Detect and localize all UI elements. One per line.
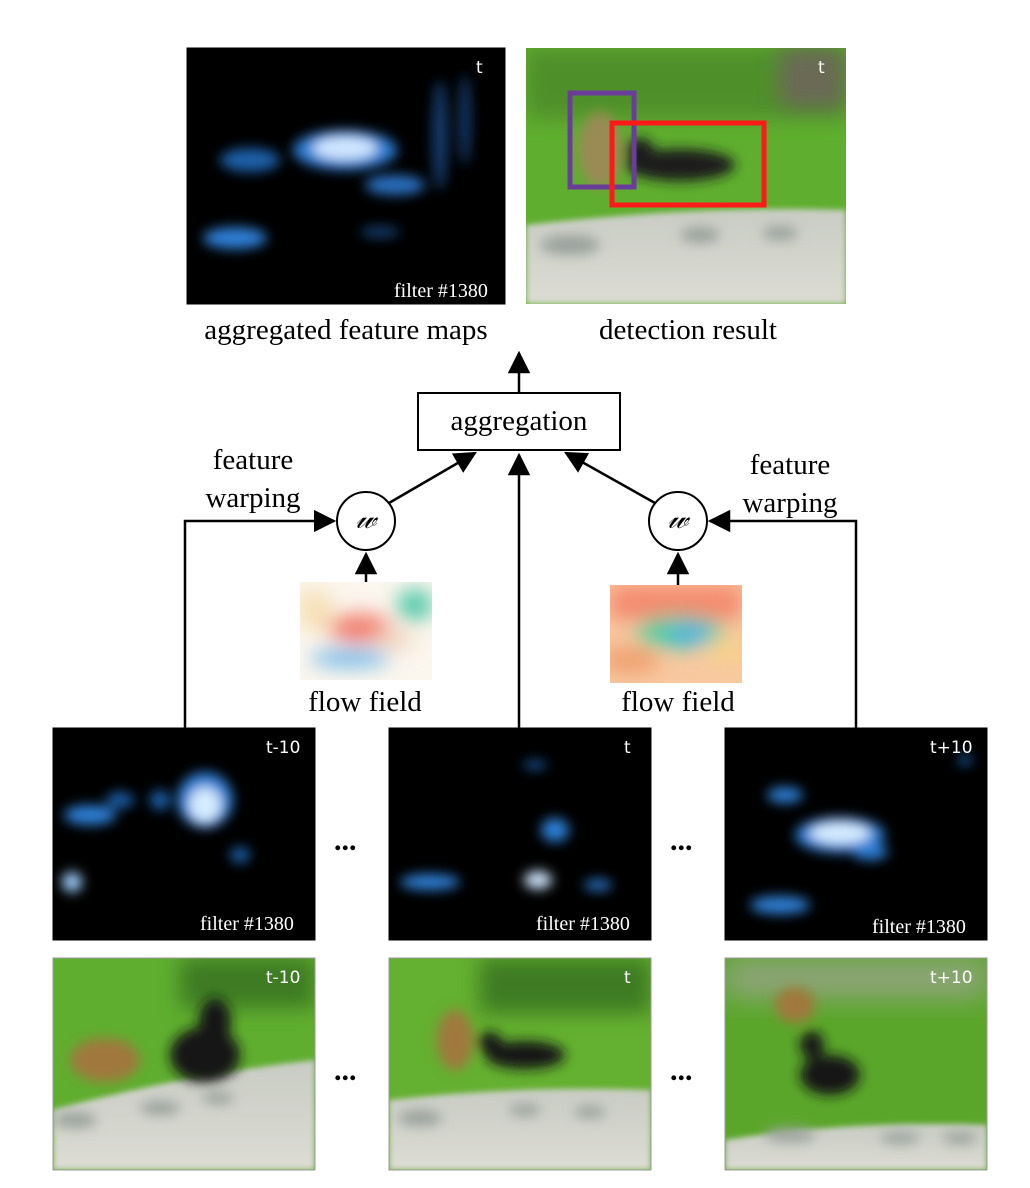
feature-frame-tag-1: t-10 bbox=[266, 738, 301, 758]
video-frame-tag-3: t+10 bbox=[930, 968, 973, 988]
ellipsis-frame-right: ... bbox=[670, 1054, 693, 1087]
feature-frame-tag-3: t+10 bbox=[930, 738, 973, 758]
ellipsis-feature-right: ... bbox=[670, 824, 693, 857]
feature-filter-tag-1: filter #1380 bbox=[200, 913, 294, 935]
ellipsis-frame-left: ... bbox=[334, 1054, 357, 1087]
left-warp-label-line1: feature bbox=[212, 444, 294, 476]
top-feature-filter-tag: filter #1380 bbox=[394, 280, 488, 302]
video-frame-t bbox=[389, 958, 651, 1170]
aggregated-feature-maps-caption: aggregated feature maps bbox=[204, 314, 488, 346]
video-frame-t-minus-10 bbox=[53, 958, 315, 1170]
right-warp-label-line1: feature bbox=[749, 449, 831, 481]
warp-node-left bbox=[336, 491, 396, 551]
warp-symbol-left: 𝓌 bbox=[355, 502, 377, 535]
video-frame-tag-1: t-10 bbox=[266, 968, 301, 988]
detection-box-first-object bbox=[609, 120, 767, 208]
connector-arrows bbox=[183, 350, 858, 728]
feature-frame-tag-2: t bbox=[624, 738, 631, 758]
flow-field-caption-left: flow field bbox=[308, 686, 422, 718]
video-frame-tag-2: t bbox=[624, 968, 631, 988]
right-warp-label-line2: warping bbox=[742, 487, 838, 519]
detection-frame-tag: t bbox=[818, 58, 825, 78]
video-frame-t-plus-10 bbox=[725, 958, 987, 1170]
detection-result-image bbox=[526, 48, 846, 304]
ellipsis-feature-left: ... bbox=[334, 824, 357, 857]
feature-filter-tag-2: filter #1380 bbox=[536, 913, 630, 935]
top-feature-frame-tag: t bbox=[476, 58, 483, 78]
warp-symbol-right: 𝓌 bbox=[667, 502, 689, 535]
flow-field-left bbox=[300, 582, 432, 680]
flow-field-right bbox=[610, 585, 742, 683]
flow-field-caption-right: flow field bbox=[621, 686, 735, 718]
detection-box-second-object bbox=[567, 90, 637, 190]
left-warp-label-line2: warping bbox=[205, 482, 301, 514]
warp-node-right bbox=[648, 491, 708, 551]
feature-map-t bbox=[389, 728, 651, 940]
aggregation-box bbox=[417, 392, 621, 451]
feature-map-t-plus-10 bbox=[725, 728, 987, 940]
detection-result-caption: detection result bbox=[599, 314, 777, 346]
aggregation-label: aggregation bbox=[450, 405, 588, 437]
feature-map-t-minus-10 bbox=[53, 728, 315, 940]
feature-filter-tag-3: filter #1380 bbox=[872, 916, 966, 938]
aggregated-feature-map-panel bbox=[187, 48, 505, 304]
